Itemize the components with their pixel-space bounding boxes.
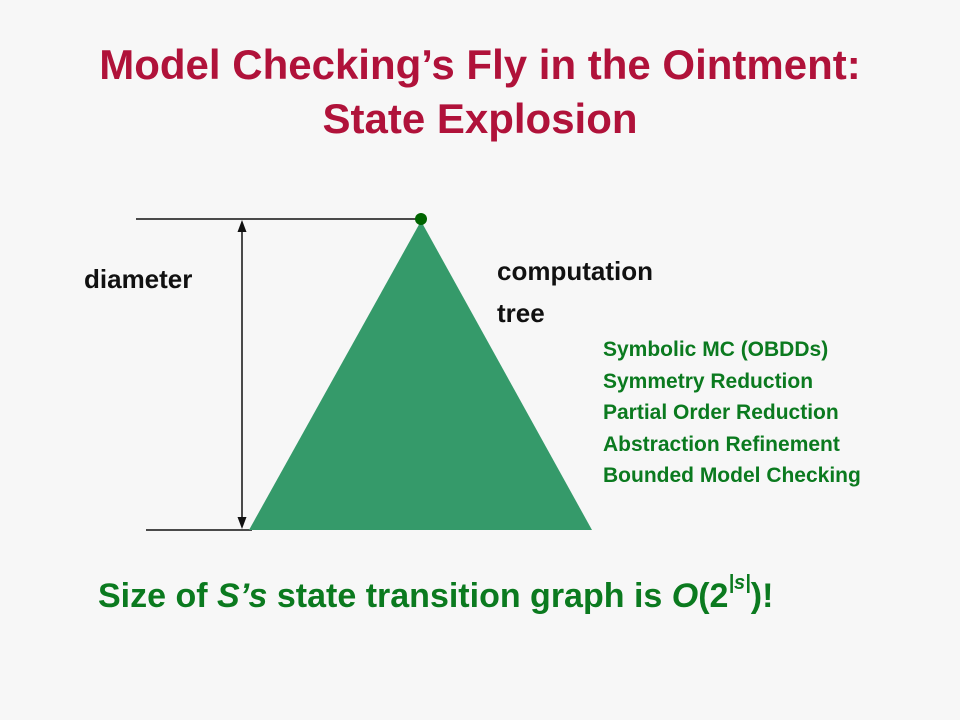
technique-item: Symmetry Reduction bbox=[603, 369, 814, 393]
technique-item: Abstraction Refinement bbox=[603, 432, 840, 456]
technique-item: Symbolic MC (OBDDs) bbox=[603, 338, 829, 361]
slide-title: Model Checking’s Fly in the Ointment: St… bbox=[0, 38, 960, 146]
footer-big-o: O bbox=[671, 577, 699, 615]
diameter-arrow-head-bottom bbox=[237, 517, 247, 529]
root-state-dot bbox=[415, 213, 427, 225]
computation-tree-triangle bbox=[249, 221, 592, 530]
title-line-2: State Explosion bbox=[322, 95, 638, 142]
footer-text-1: Size of bbox=[98, 577, 218, 615]
diameter-label: diameter bbox=[84, 264, 193, 294]
title-line-1: Model Checking’s Fly in the Ointment: bbox=[99, 41, 861, 88]
computation-tree-label-line-1: computation bbox=[497, 256, 653, 286]
technique-item: Bounded Model Checking bbox=[603, 464, 861, 487]
mitigation-techniques-list: Symbolic MC (OBDDs) Symmetry Reduction P… bbox=[603, 334, 861, 492]
diameter-arrow-head-top bbox=[237, 220, 247, 232]
footer-text-2: state transition graph is bbox=[267, 577, 672, 615]
computation-tree-label: computation tree bbox=[497, 250, 653, 334]
computation-tree-label-line-2: tree bbox=[497, 298, 545, 328]
footer-system-name: S’s bbox=[217, 577, 268, 615]
footer-exponent: |s| bbox=[728, 571, 751, 594]
footer-text-4: )! bbox=[750, 577, 774, 615]
technique-item: Partial Order Reduction bbox=[603, 401, 839, 424]
footer-text-3: (2 bbox=[698, 577, 729, 615]
state-graph-size-statement: Size of S’s state transition graph is O(… bbox=[98, 572, 774, 616]
